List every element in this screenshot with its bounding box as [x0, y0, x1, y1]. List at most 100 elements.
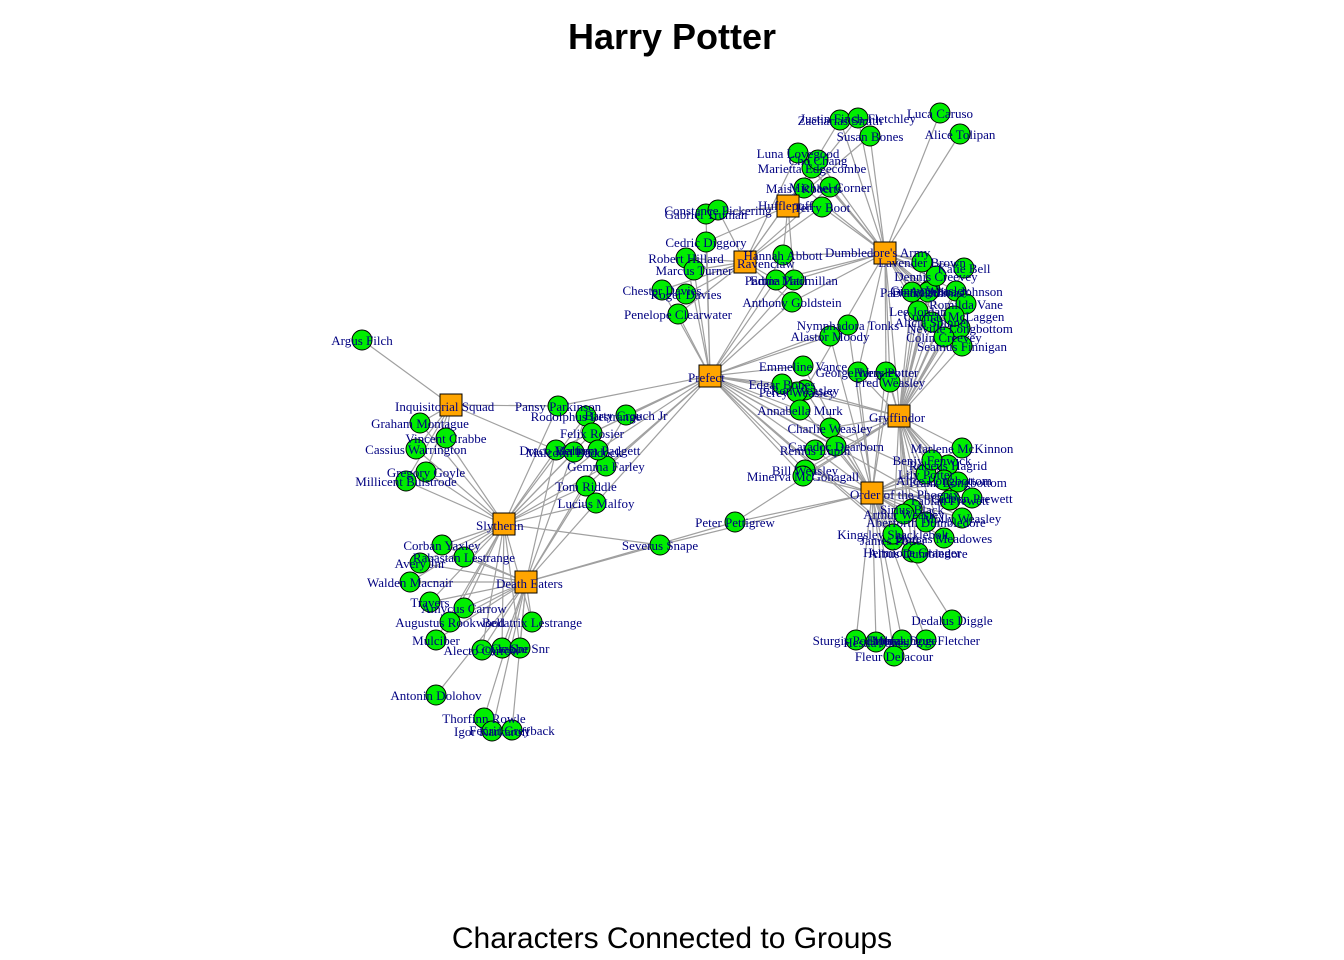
character-label-mundungus-fletcher: Mundungus Fletcher — [872, 633, 981, 648]
edge-cho-chang-dumbledore-s-army — [817, 159, 886, 254]
character-label-aberforth-dumbledore: Aberforth Dumbledore — [866, 515, 986, 530]
character-node-lavender-brown — [911, 251, 933, 273]
character-label-millicent-bulstrode: Millicent Bulstrode — [355, 474, 457, 489]
character-label-caradoc-dearborn: Caradoc Dearborn — [788, 439, 884, 454]
character-node-marcus-turner — [683, 259, 705, 281]
character-node-lucius-malfoy — [585, 492, 607, 514]
character-node-caradoc-dearborn — [825, 435, 847, 457]
edge-pansy-parkinson-prefect — [557, 375, 711, 407]
character-label-argus-filch: Argus Filch — [331, 333, 393, 348]
edge-avery-jnr-death-eaters — [419, 562, 527, 583]
character-label-robert-hillard: Robert Hillard — [648, 251, 724, 266]
character-node-antonin-dolohov — [425, 684, 447, 706]
character-label-alastor-moody: Alastor Moody — [790, 329, 870, 344]
character-label-gregory-goyle: Gregory Goyle — [387, 465, 466, 480]
character-node-gideon-prewett — [961, 487, 983, 509]
character-node-anthony-goldstein — [781, 291, 803, 313]
character-label-harry-potter: Harry Potter — [854, 365, 919, 380]
character-label-benjy-fenwick: Benjy Fenwick — [892, 453, 972, 468]
character-label-alecto-carrow: Alecto Carrow — [444, 643, 522, 658]
edge-igor-karkaroff-death-eaters — [491, 581, 527, 732]
character-node-michael-corner — [819, 176, 841, 198]
character-node-alice-tolipan — [949, 123, 971, 145]
edge-severus-snape-death-eaters — [525, 544, 661, 583]
edge-pansy-parkinson-slytherin — [503, 405, 559, 525]
character-node-emmeline-vance — [792, 355, 814, 377]
character-node-fenrir-greyback — [501, 719, 523, 741]
character-node-remus-lupin — [804, 439, 826, 461]
group-label-inquisitorial-squad: Inquisitorial Squad — [395, 399, 495, 414]
character-label-romilda-vane: Romilda Vane — [929, 297, 1003, 312]
character-label-rubeus-hagrid: Rubeus Hagrid — [909, 458, 988, 473]
character-label-charlie-weasley: Charlie Weasley — [788, 421, 873, 436]
graph-subtitle: Characters Connected to Groups — [451, 922, 893, 955]
character-label-edgar-bones: Edgar Bones — [749, 377, 816, 392]
edge-millicent-bulstrode-inquisitorial-squad — [405, 404, 452, 482]
edge-alecto-carrow-slytherin — [481, 523, 505, 651]
edge-cedric-diggory-hufflepuff — [705, 205, 789, 243]
character-node-cassius-warrington — [405, 438, 427, 460]
group-node-gryffindor — [887, 404, 911, 428]
character-node-cormac-mclaggen — [943, 305, 965, 327]
edge-albus-dumbledore-gryffindor — [898, 415, 919, 554]
edge-goyle-snr-slytherin — [501, 523, 505, 649]
edge-chester-davies-ravenclaw — [661, 261, 746, 291]
character-label-cormac-mclaggen: Cormac McLaggen — [904, 309, 1005, 324]
character-label-antonin-dolohov: Antonin Dolohov — [390, 688, 482, 703]
character-label-gemma-farley: Gemma Farley — [567, 459, 645, 474]
character-label-pansy-parkinson: Pansy Parkinson — [515, 399, 602, 414]
character-label-padma-patil: Padma Patil — [745, 273, 808, 288]
edge-luna-lovegood-ravenclaw — [744, 152, 799, 263]
character-node-maisy-roberts — [793, 177, 815, 199]
edge-padma-patil-prefect — [709, 279, 777, 377]
character-label-peter-pettigrew: Peter Pettigrew — [695, 515, 775, 530]
edge-elphias-doge-order-of-the-phoenix — [871, 492, 903, 641]
character-label-lee-jordan: Lee Jordan — [889, 304, 947, 319]
edge-harry-potter-dumbledore-s-army — [884, 252, 887, 373]
edge-aberforth-dumbledore-gryffindor — [898, 415, 927, 523]
edge-ernie-macmillan-hufflepuff — [787, 205, 795, 281]
group-label-hufflepuff: Hufflepuff — [758, 198, 814, 213]
edge-seamus-finnigan-gryffindor — [898, 345, 963, 417]
character-label-walden-macnair: Walden Macnair — [367, 575, 454, 590]
character-node-frank-longbottom — [947, 471, 969, 493]
edge-tom-riddle-death-eaters — [525, 485, 587, 583]
group-label-ravenclaw: Ravenclaw — [737, 256, 795, 271]
group-node-ravenclaw — [733, 250, 757, 274]
character-label-justin-finch-fletchley: Justin Finch-Fletchley — [800, 111, 916, 126]
edge-minerva-mcgonagall-prefect — [709, 375, 804, 477]
character-label-angelina-johnson: Angelina Johnson — [909, 284, 1003, 299]
edge-remus-lupin-prefect — [709, 375, 816, 451]
edge-tom-riddle-slytherin — [503, 485, 587, 525]
edge-ron-weasley-gryffindor — [804, 389, 900, 417]
character-node-minerva-mcgonagall — [792, 465, 814, 487]
character-node-constance-pickering — [707, 199, 729, 221]
edge-luca-caruso-dumbledore-s-army — [884, 112, 941, 254]
character-node-bertram-padgett — [587, 439, 609, 461]
character-node-fred-weasley — [879, 371, 901, 393]
character-node-susan-bones — [859, 125, 881, 147]
character-node-cho-chang — [807, 149, 829, 171]
character-node-hestia-jones — [865, 631, 887, 653]
edge-bill-weasley-prefect — [709, 375, 806, 471]
character-node-seamus-finnigan — [951, 335, 973, 357]
edge-millicent-bulstrode-slytherin — [405, 480, 505, 525]
character-label-hermione-granger: Hermione Granger — [863, 545, 961, 560]
group-node-order-of-the-phoenix — [860, 481, 884, 505]
edge-chester-davies-prefect — [661, 289, 711, 377]
edge-pansy-parkinson-inquisitorial-squad — [450, 404, 559, 407]
edge-emmeline-vance-prefect — [709, 365, 804, 377]
character-label-sirius-black: Sirius Black — [880, 502, 944, 517]
character-label-tom-riddle: Tom Riddle — [555, 479, 617, 494]
character-label-dennis-creevey: Dennis Creevey — [894, 269, 978, 284]
character-node-katie-bell — [953, 257, 975, 279]
character-node-alicia-spinnet — [921, 311, 943, 333]
edge-alicia-spinnet-gryffindor — [898, 321, 933, 417]
character-label-kingsley-shacklebolt: Kingsley Shacklebolt — [837, 527, 949, 542]
character-label-katie-bell: Katie Bell — [937, 261, 990, 276]
character-label-elphias-doge: Elphias Doge — [867, 633, 938, 648]
character-label-nymphadora-tonks: Nymphadora Tonks — [797, 318, 899, 333]
edge-lucius-malfoy-death-eaters — [525, 502, 597, 583]
character-label-dorcas-meadowes: Dorcas Meadowes — [896, 531, 992, 546]
character-label-fabian-prewett: Fabian Prewett — [911, 493, 990, 508]
